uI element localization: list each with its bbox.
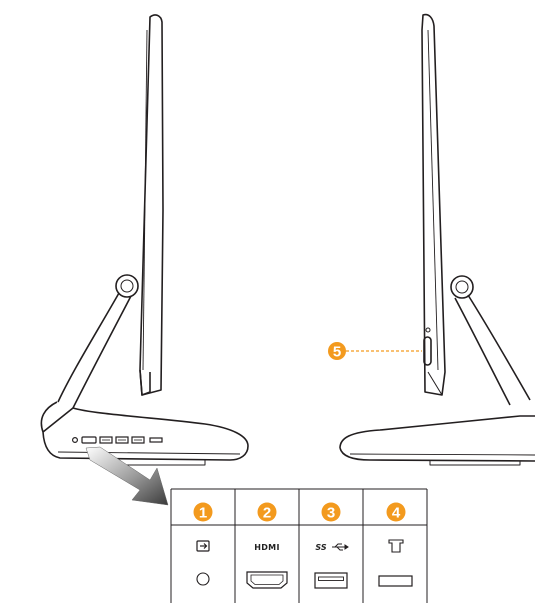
hdmi-port-icon — [246, 571, 288, 589]
left-hinge — [115, 274, 139, 298]
right-support-arm — [454, 294, 531, 406]
svg-text:5: 5 — [333, 344, 341, 361]
port-table-callout-1: 1 — [193, 502, 213, 522]
hdmi-logo-icon: HDMI — [254, 543, 279, 552]
svg-text:SS: SS — [315, 543, 326, 552]
power-button[interactable] — [423, 336, 432, 366]
right-side-view — [339, 13, 535, 466]
sd-card-icon — [388, 539, 404, 553]
usb-port-icon — [115, 436, 129, 444]
port-table-callout-3: 3 — [321, 502, 341, 522]
right-monitor-panel — [421, 13, 446, 396]
svg-text:4: 4 — [392, 505, 401, 522]
headphone-jack-icon — [71, 437, 78, 444]
usb-port-icon — [314, 572, 348, 589]
svg-text:3: 3 — [327, 505, 335, 522]
svg-text:1: 1 — [199, 505, 207, 522]
right-hinge — [450, 275, 474, 299]
port-table — [170, 488, 428, 603]
pointer-arrow — [85, 446, 169, 506]
left-monitor-panel-inner-edge — [142, 29, 148, 371]
left-side-view — [40, 14, 249, 466]
left-monitor-panel — [139, 14, 164, 396]
svg-text:2: 2 — [263, 505, 271, 522]
left-support-arm — [57, 292, 132, 409]
left-base — [40, 401, 249, 461]
card-slot-icon — [378, 575, 413, 587]
audio-in-out-icon — [196, 540, 210, 552]
usb-ss-icon: SS — [315, 543, 349, 552]
left-monitor-bottom-lip — [139, 369, 151, 396]
card-slot-icon — [149, 437, 163, 443]
right-base — [339, 415, 535, 462]
right-monitor-panel-inner-edge — [427, 29, 439, 371]
audio-jack-icon — [196, 572, 210, 586]
hdmi-port-icon — [81, 436, 97, 444]
usb-port-icon — [99, 436, 113, 444]
callout-5: 5 — [328, 342, 346, 361]
left-port-strip — [71, 436, 163, 444]
usb-port-icon — [131, 436, 145, 444]
port-table-callout-2: 2 — [257, 502, 277, 522]
port-table-callout-4: 4 — [386, 502, 406, 522]
